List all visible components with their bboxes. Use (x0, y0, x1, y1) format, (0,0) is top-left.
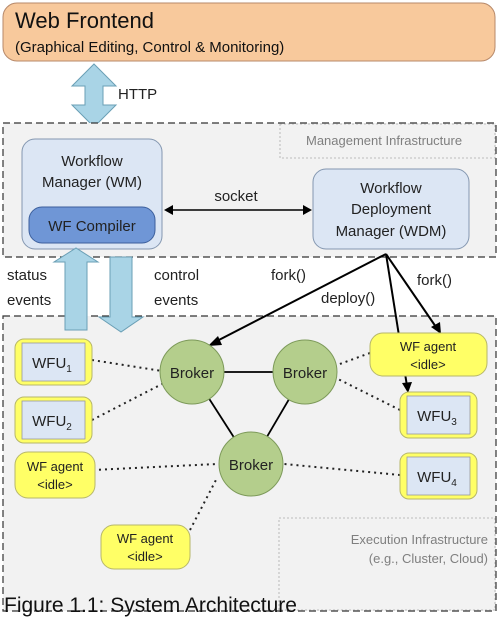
broker-right-node (272, 339, 338, 405)
fork-arrow-to-agent-line (385, 253, 437, 328)
wf-agent-bottom-line2: <idle> (127, 549, 162, 564)
wdm-line3: Manager (WDM) (336, 223, 447, 240)
broker-bottom-label: Broker (229, 457, 273, 474)
execution-infrastructure-label: Execution Infrastructure (351, 532, 488, 547)
wfu1-node: WFU1 (14, 338, 93, 386)
wfu2-label: WFU2 (32, 413, 72, 433)
broker-bottom-node (218, 431, 284, 497)
wfu3-label: WFU3 (417, 408, 457, 428)
wdm-line1: Workflow (360, 180, 422, 197)
management-label-frame (279, 123, 496, 159)
status-events-label-line2: events (7, 292, 51, 309)
link-agent-left-broker (92, 463, 218, 471)
workflow-manager-line1: Workflow (61, 153, 123, 170)
wfu2-node: WFU2 (14, 396, 93, 444)
control-events-label-line1: control (154, 267, 199, 284)
wf-agent-right-line2: <idle> (410, 357, 445, 372)
control-events-arrow (97, 256, 145, 333)
socket-arrowhead-left (164, 205, 173, 215)
wf-agent-bottom-line1: WF agent (117, 531, 174, 546)
wf-agent-left-line1: WF agent (27, 459, 84, 474)
fork-label-right: fork() (417, 272, 452, 289)
control-events-label-line2: events (154, 292, 198, 309)
management-infrastructure-label: Management Infrastructure (306, 133, 462, 148)
link-wfu4-broker (283, 463, 401, 476)
wfu3-node: WFU3 (399, 391, 478, 439)
wfu1-sub: 1 (66, 364, 72, 375)
fork-arrowhead-broker (208, 336, 222, 346)
status-events-label-line1: status (7, 267, 47, 284)
wfu4-sub: 4 (451, 478, 457, 489)
fork-arrowhead-agent (431, 322, 441, 334)
web-frontend-subtitle: (Graphical Editing, Control & Monitoring… (15, 39, 284, 56)
fork-arrow-to-broker-line (214, 253, 387, 343)
link-agent-bottom-broker (189, 477, 218, 531)
socket-label: socket (214, 188, 258, 205)
wf-agent-left-line2: <idle> (37, 477, 72, 492)
wdm-line2: Deployment (351, 201, 432, 218)
socket-arrowhead-right (303, 205, 312, 215)
wfu3-sub: 3 (451, 417, 457, 428)
wf-agent-right-line1: WF agent (400, 339, 457, 354)
figure-caption: Figure 1.1: System Architecture (4, 594, 297, 617)
wf-agent-bottom: WF agent <idle> (100, 524, 191, 570)
execution-label-frame (278, 517, 496, 611)
status-events-arrow (52, 247, 100, 331)
workflow-deployment-manager-box (312, 168, 470, 250)
deploy-label: deploy() (321, 290, 375, 307)
dotted-links (91, 352, 401, 531)
http-double-arrow (70, 63, 118, 128)
wfu4-node: WFU4 (399, 452, 478, 500)
web-frontend-box (2, 2, 496, 62)
wf-compiler-box (28, 206, 156, 244)
broker-left-label: Broker (170, 365, 214, 382)
execution-infrastructure-sublabel: (e.g., Cluster, Cloud) (369, 551, 488, 566)
workflow-manager-line2: Manager (WM) (42, 174, 142, 191)
link-wfu2-broker (91, 382, 165, 421)
deploy-arrowhead-wfu3 (402, 382, 412, 393)
wf-agent-right: WF agent <idle> (369, 332, 488, 377)
wfu2-sub: 2 (66, 422, 72, 433)
web-frontend-title: Web Frontend (15, 8, 154, 33)
broker-right-label: Broker (283, 365, 327, 382)
wf-agent-left: WF agent <idle> (14, 451, 96, 499)
wf-compiler-label: WF Compiler (48, 218, 136, 235)
fork-label-left: fork() (271, 267, 306, 284)
broker-left-node (159, 339, 225, 405)
wfu4-label: WFU4 (417, 469, 457, 489)
http-label: HTTP (118, 86, 157, 103)
wfu1-label: WFU1 (32, 355, 72, 375)
